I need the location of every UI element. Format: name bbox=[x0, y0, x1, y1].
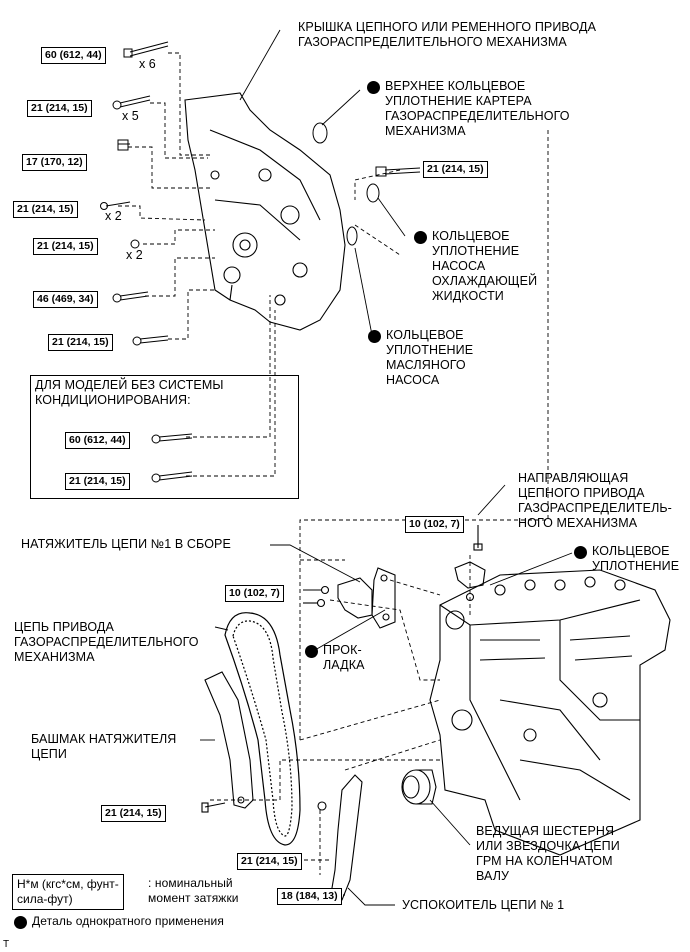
pump-oring bbox=[366, 183, 380, 203]
torque-value: 21 (214, 15) bbox=[423, 161, 488, 178]
torque-value: 21 (214, 15) bbox=[33, 238, 98, 255]
no-ac-note-frame bbox=[30, 375, 299, 499]
torque-value: 46 (469, 34) bbox=[33, 291, 98, 308]
single-use-marker-icon bbox=[305, 645, 318, 658]
tensioner-shoe bbox=[201, 671, 254, 813]
single-use-marker-icon bbox=[414, 231, 427, 244]
torque-value: 18 (184, 13) bbox=[277, 888, 342, 905]
label-crank-sprocket: ВЕДУЩАЯ ШЕСТЕРНЯ ИЛИ ЗВЕЗДОЧКА ЦЕПИ ГРМ … bbox=[476, 824, 620, 883]
quantity-label: x 2 bbox=[105, 209, 122, 223]
single-use-marker-icon bbox=[14, 916, 27, 929]
crank-sprocket bbox=[401, 769, 437, 805]
torque-value: 10 (102, 7) bbox=[225, 585, 284, 602]
upper-oring bbox=[312, 122, 328, 144]
torque-value: 60 (612, 44) bbox=[41, 47, 106, 64]
label-chain-guide: НАПРАВЛЯЮЩАЯ ЦЕПНОГО ПРИВОДА ГАЗОРАСПРЕД… bbox=[518, 471, 672, 530]
torque-value: 60 (612, 44) bbox=[65, 432, 130, 449]
label-gasket: ПРОК- ЛАДКА bbox=[323, 643, 365, 672]
torque-value: 21 (214, 15) bbox=[13, 201, 78, 218]
label-guide-oring: КОЛЬЦЕВОЕ УПЛОТНЕНИЕ bbox=[592, 544, 680, 573]
timing-chain bbox=[224, 612, 301, 846]
oil-oring bbox=[346, 226, 358, 246]
label-oil-oring: КОЛЬЦЕВОЕ УПЛОТНЕНИЕ МАСЛЯНОГО НАСОСА bbox=[386, 328, 474, 387]
label-upper-oring: ВЕРХНЕЕ КОЛЬЦЕВОЕ УПЛОТНЕНИЕ КАРТЕРА ГАЗ… bbox=[385, 79, 570, 138]
torque-value: 21 (214, 15) bbox=[48, 334, 113, 351]
torque-value: 21 (214, 15) bbox=[27, 100, 92, 117]
corner-mark: T bbox=[3, 939, 10, 950]
label-no-ac-note: ДЛЯ МОДЕЛЕЙ БЕЗ СИСТЕМЫ КОНДИЦИОНИРОВАНИ… bbox=[35, 378, 224, 407]
quantity-label: x 2 bbox=[126, 248, 143, 262]
torque-value: 10 (102, 7) bbox=[405, 516, 464, 533]
label-tensioner-shoe: БАШМАК НАТЯЖИТЕЛЯ ЦЕПИ bbox=[31, 732, 177, 761]
quantity-label: x 6 bbox=[139, 57, 156, 71]
single-use-marker-icon bbox=[367, 81, 380, 94]
label-chain-damper: УСПОКОИТЕЛЬ ЦЕПИ № 1 bbox=[402, 898, 565, 912]
single-use-marker-icon bbox=[368, 330, 381, 343]
torque-value: 21 (214, 15) bbox=[101, 805, 166, 822]
label-timing-cover: КРЫШКА ЦЕПНОГО ИЛИ РЕМЕННОГО ПРИВОДА ГАЗ… bbox=[298, 20, 597, 49]
torque-value: 21 (214, 15) bbox=[65, 473, 130, 490]
chain-guide bbox=[454, 525, 486, 602]
label-timing-chain: ЦЕПЬ ПРИВОДА ГАЗОРАСПРЕДЕЛИТЕЛЬНОГО МЕХА… bbox=[14, 620, 199, 664]
torque-value: 17 (170, 12) bbox=[22, 154, 87, 171]
label-pump-oring: КОЛЬЦЕВОЕ УПЛОТНЕНИЕ НАСОСА ОХЛАЖДАЮЩЕЙ … bbox=[432, 229, 538, 303]
legend-single-use-text: Деталь однократного применения bbox=[32, 914, 224, 928]
quantity-label: x 5 bbox=[122, 109, 139, 123]
engine-block bbox=[429, 569, 671, 856]
legend-unit-box: Н*м (кгс*см, фунт- сила-фут) bbox=[12, 874, 124, 910]
single-use-marker-icon bbox=[574, 546, 587, 559]
label-tensioner: НАТЯЖИТЕЛЬ ЦЕПИ №1 В СБОРЕ bbox=[21, 537, 231, 551]
timing-cover bbox=[184, 92, 346, 331]
legend-unit-description: : номинальный момент затяжки bbox=[148, 876, 239, 905]
chain-damper bbox=[303, 774, 363, 901]
torque-value: 21 (214, 15) bbox=[237, 853, 302, 870]
